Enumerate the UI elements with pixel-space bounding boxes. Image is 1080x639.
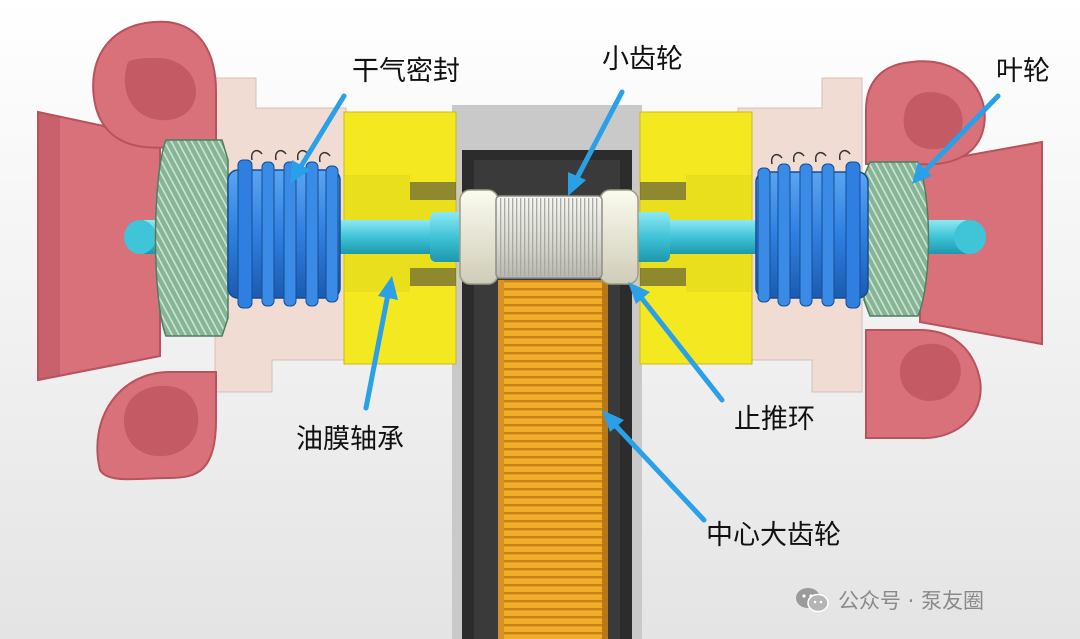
arrow-oil-film-bearing: [363, 291, 391, 411]
thrust-ring-left: [459, 189, 499, 285]
arrow-bull-gear: [611, 421, 707, 523]
thrust-ring-right: [599, 189, 639, 285]
left-volute: [37, 20, 217, 481]
arrowhead-oil-film-bearing: [378, 276, 398, 300]
left-impeller: [154, 139, 229, 337]
label-thrust-ring: 止推环: [734, 404, 815, 435]
label-oil-film-bearing: 油膜轴承: [296, 424, 404, 455]
right-impeller: [863, 161, 930, 317]
watermark: 公众号 · 泵友圈: [794, 585, 984, 615]
arrow-thrust-ring: [637, 293, 725, 403]
label-dry-gas-seal: 干气密封: [352, 56, 460, 87]
seal-wires: [250, 149, 851, 165]
wechat-icon: [796, 588, 829, 613]
right-volute: [865, 60, 1043, 440]
watermark-text: 公众号 · 泵友圈: [838, 589, 985, 613]
arrowhead-thrust-ring: [628, 282, 650, 304]
label-bull-gear: 中心大齿轮: [706, 520, 841, 551]
left-dry-gas-seal: [227, 159, 341, 309]
arrowhead-pinion: [568, 172, 586, 196]
arrow-dry-gas-seal: [297, 93, 347, 171]
label-impeller: 叶轮: [996, 56, 1050, 87]
pointer-arrows: [290, 89, 1001, 523]
right-dry-gas-seal: [755, 161, 869, 309]
arrowhead-dry-gas-seal: [290, 160, 310, 184]
pinion-gear: [495, 195, 603, 279]
arrowhead-impeller: [912, 162, 932, 184]
arrow-impeller: [921, 93, 1001, 175]
bull-gear: [498, 280, 608, 639]
label-pinion: 小齿轮: [602, 44, 683, 75]
arrowhead-bull-gear: [602, 410, 624, 432]
arrow-pinion: [573, 89, 625, 183]
